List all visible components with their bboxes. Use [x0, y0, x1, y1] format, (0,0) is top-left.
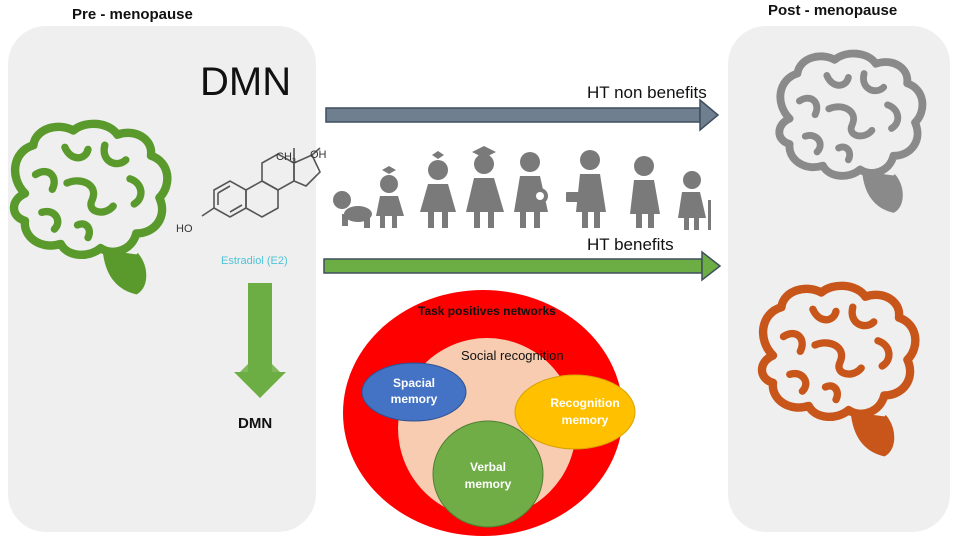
- graduate-figure-icon: [466, 146, 504, 228]
- post-menopause-title: Post - menopause: [768, 2, 898, 19]
- molecule-oh-right: OH: [310, 149, 327, 161]
- verbal-memory-label-line2: memory: [465, 477, 512, 491]
- molecule-ch3: CH: [276, 151, 292, 163]
- ht-non-benefits-arrow-icon: [325, 98, 720, 132]
- orange-brain-icon: [762, 286, 915, 454]
- verbal-memory-label-line1: Verbal: [470, 460, 506, 474]
- girl-figure-icon: [420, 151, 456, 228]
- spacial-memory-label-line2: memory: [391, 392, 438, 406]
- pre-menopause-panel: [8, 26, 316, 532]
- down-arrow-icon: [234, 283, 286, 398]
- spacial-memory-oval: [361, 362, 467, 422]
- green-brain-icon: [14, 124, 167, 292]
- estradiol-molecule-icon: [201, 147, 321, 218]
- life-stages-figures: [333, 146, 711, 230]
- pre-menopause-title: Pre - menopause: [72, 6, 193, 23]
- molecule-ch3-subscript: 3: [292, 158, 296, 165]
- social-recognition-label: Social recognition: [461, 348, 564, 363]
- elderly-woman-figure-icon: [678, 171, 711, 230]
- dmn-heading: DMN: [200, 60, 292, 104]
- ht-non-benefits-label: HT non benefits: [587, 83, 707, 102]
- recognition-memory-label-line2: memory: [562, 413, 609, 427]
- dmn-bottom-label: DMN: [238, 415, 272, 432]
- verbal-memory-oval: [432, 420, 544, 528]
- post-menopause-panel: [728, 26, 950, 532]
- older-woman-figure-icon: [630, 156, 660, 228]
- molecule-oh-left: HO: [176, 223, 193, 235]
- recognition-memory-oval: [514, 374, 636, 450]
- estradiol-label: Estradiol (E2): [221, 255, 288, 267]
- pregnant-woman-figure-icon: [514, 152, 548, 228]
- ht-benefits-arrow-icon: [323, 250, 722, 282]
- recognition-memory-label-line1: Recognition: [550, 396, 619, 410]
- spacial-memory-label-line1: Spacial: [393, 376, 435, 390]
- baby-figure-icon: [333, 191, 372, 228]
- ht-benefits-label: HT benefits: [587, 235, 674, 254]
- toddler-figure-icon: [376, 166, 404, 228]
- businesswoman-figure-icon: [566, 150, 606, 228]
- gray-brain-icon: [779, 54, 922, 211]
- task-positive-networks-label: Task positives networks: [418, 304, 556, 318]
